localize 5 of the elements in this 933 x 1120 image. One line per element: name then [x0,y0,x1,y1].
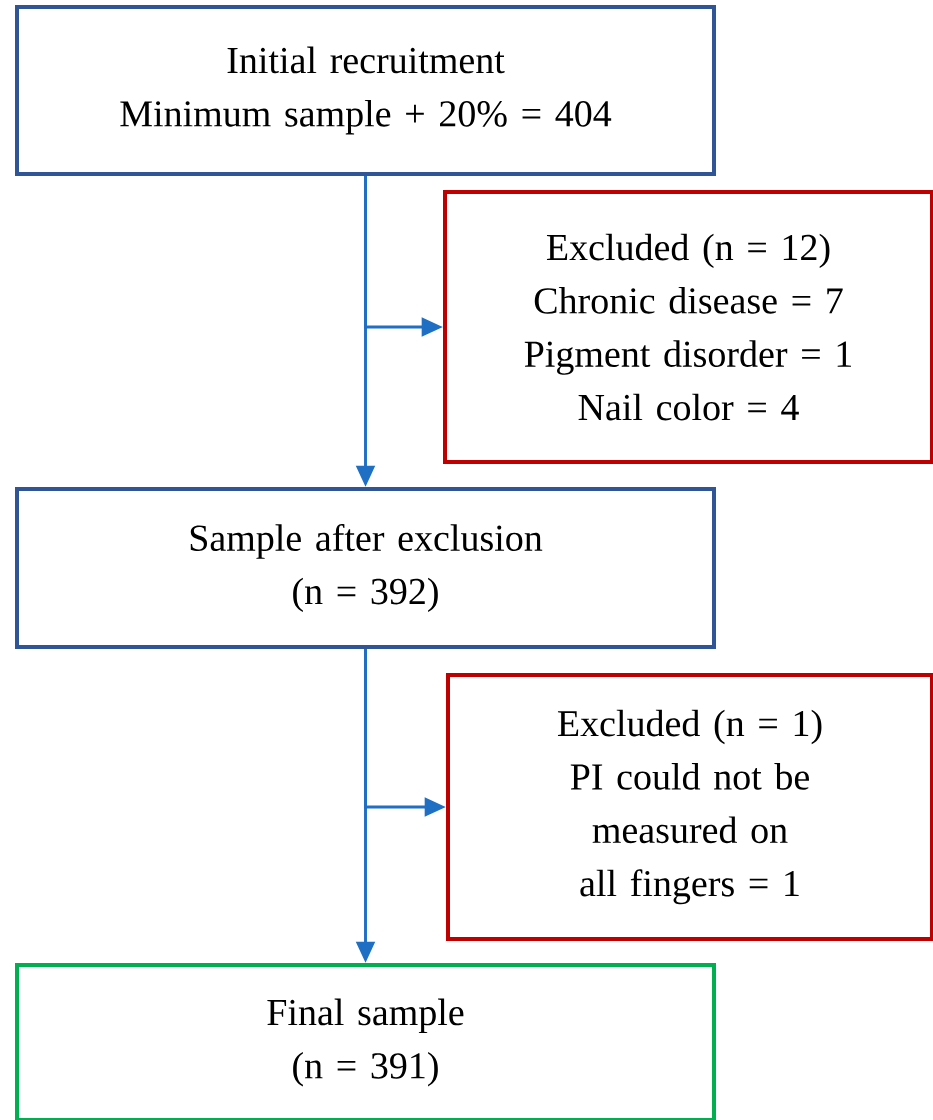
outcome-box: Final sample (n = 391) [15,963,716,1120]
exclusion-box: Excluded (n = 1) PI could not be measured on all fingers = 1 [446,673,933,941]
process-box: Sample after exclusion (n = 392) [15,487,716,649]
process-box: Initial recruitment Minimum sample + 20% = 404 [15,5,716,176]
exclusion-box: Excluded (n = 12) Chronic disease = 7 Pigment disorder = 1 Nail color = 4 [443,190,933,464]
